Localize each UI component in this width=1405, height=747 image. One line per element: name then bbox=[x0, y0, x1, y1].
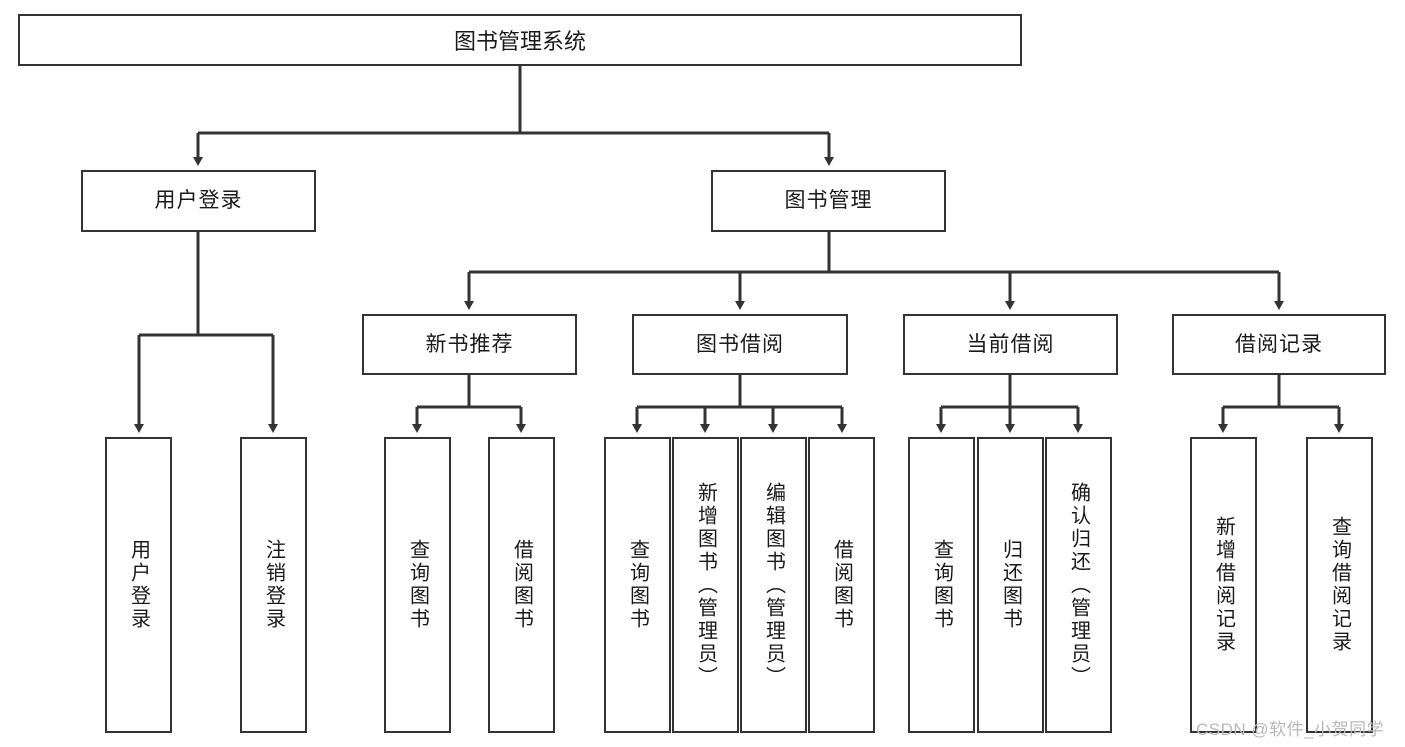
node-leaf-borrow-book-label: 借阅图书 bbox=[830, 539, 853, 631]
node-leaf-edit-book-admin-label: 编辑图书（管理员） bbox=[762, 481, 785, 689]
node-book-manage-label: 图书管理 bbox=[784, 189, 873, 213]
node-book-manage[interactable]: 图书管理 bbox=[711, 170, 946, 232]
node-leaf-borrow-book-rec-label: 借阅图书 bbox=[510, 539, 533, 631]
node-leaf-return-book[interactable]: 归还图书 bbox=[977, 437, 1044, 733]
node-new-book-rec[interactable]: 新书推荐 bbox=[362, 314, 577, 375]
node-leaf-borrow-book[interactable]: 借阅图书 bbox=[808, 437, 875, 733]
node-leaf-logout[interactable]: 注销登录 bbox=[240, 437, 307, 733]
node-leaf-confirm-return-admin-label: 确认归还（管理员） bbox=[1067, 481, 1090, 689]
node-leaf-confirm-return-admin[interactable]: 确认归还（管理员） bbox=[1045, 437, 1112, 733]
node-leaf-edit-book-admin[interactable]: 编辑图书（管理员） bbox=[740, 437, 807, 733]
node-leaf-query-book-current[interactable]: 查询图书 bbox=[908, 437, 975, 733]
node-user-login-label: 用户登录 bbox=[154, 189, 243, 213]
watermark-text: CSDN @软件_小贺同学 bbox=[1196, 720, 1385, 739]
node-new-book-rec-label: 新书推荐 bbox=[425, 332, 514, 356]
node-leaf-query-borrow-record-label: 查询借阅记录 bbox=[1328, 516, 1351, 654]
node-leaf-query-book-rec[interactable]: 查询图书 bbox=[384, 437, 451, 733]
node-current-borrow-label: 当前借阅 bbox=[966, 332, 1055, 356]
node-leaf-logout-label: 注销登录 bbox=[262, 539, 285, 631]
node-leaf-borrow-book-rec[interactable]: 借阅图书 bbox=[488, 437, 555, 733]
node-leaf-query-book-borrow-label: 查询图书 bbox=[626, 539, 649, 631]
node-leaf-add-book-admin[interactable]: 新增图书（管理员） bbox=[672, 437, 739, 733]
node-book-borrow-label: 图书借阅 bbox=[696, 332, 784, 356]
node-borrow-record-label: 借阅记录 bbox=[1235, 332, 1323, 356]
node-leaf-query-book-borrow[interactable]: 查询图书 bbox=[604, 437, 671, 733]
node-root[interactable]: 图书管理系统 bbox=[18, 14, 1022, 66]
node-leaf-query-borrow-record[interactable]: 查询借阅记录 bbox=[1306, 437, 1373, 733]
node-leaf-return-book-label: 归还图书 bbox=[999, 539, 1022, 631]
node-book-borrow[interactable]: 图书借阅 bbox=[632, 314, 848, 375]
node-current-borrow[interactable]: 当前借阅 bbox=[903, 314, 1118, 375]
node-leaf-query-book-rec-label: 查询图书 bbox=[406, 539, 429, 631]
node-leaf-query-book-current-label: 查询图书 bbox=[930, 539, 953, 631]
node-leaf-user-login-label: 用户登录 bbox=[127, 539, 150, 631]
node-leaf-user-login[interactable]: 用户登录 bbox=[105, 437, 172, 733]
node-root-label: 图书管理系统 bbox=[453, 29, 586, 54]
node-leaf-add-borrow-record[interactable]: 新增借阅记录 bbox=[1190, 437, 1257, 733]
node-borrow-record[interactable]: 借阅记录 bbox=[1172, 314, 1386, 375]
node-user-login[interactable]: 用户登录 bbox=[81, 170, 316, 232]
node-leaf-add-book-admin-label: 新增图书（管理员） bbox=[694, 481, 717, 689]
node-leaf-add-borrow-record-label: 新增借阅记录 bbox=[1212, 516, 1235, 654]
